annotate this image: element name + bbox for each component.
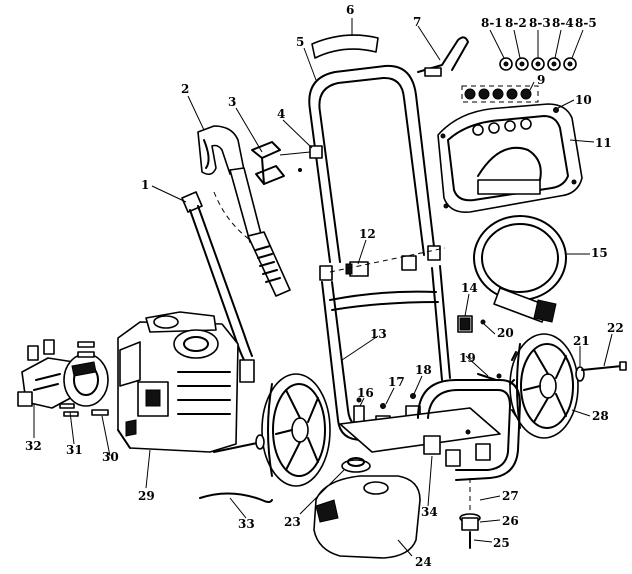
engine-base-plate [339,407,501,467]
callout-3: 3 [228,95,236,109]
part-8-2-knob [515,57,529,71]
callout-2: 2 [181,82,189,96]
part-22-axle [581,361,627,371]
callout-14: 14 [461,281,478,295]
callout-11: 11 [595,136,612,150]
part-3-gun-holder [251,141,285,185]
part-14-fitting [457,315,473,333]
left-wheel [261,373,331,487]
part-23-fuel-cap [341,457,371,473]
callout-8-1: 8-1 [481,16,503,30]
callout-17: 17 [388,375,405,389]
part-27-leg-frame [417,379,521,481]
callout-9: 9 [537,73,545,87]
parts-8-knobs [499,57,577,71]
callout-labels: 1 2 3 4 5 6 7 8-1 8-2 8-3 8-4 8-5 9 10 1… [25,3,624,569]
callout-28: 28 [592,409,609,423]
callout-34: 34 [421,505,438,519]
callout-8-2: 8-2 [505,16,527,30]
callout-8-3: 8-3 [529,16,551,30]
callout-32: 32 [25,439,42,453]
part-1-high-pressure-hose [181,191,255,383]
part-8-1-knob [499,57,513,71]
part-8-3-knob [531,57,545,71]
callout-8-4: 8-4 [552,16,574,30]
part-28-right-wheel [509,333,579,439]
callout-30: 30 [102,450,119,464]
part-33-fuel-line [199,492,273,503]
part-10-screw [553,107,559,113]
part-7-cord-hook [417,36,469,77]
part-4-bolt [279,145,323,172]
callout-18: 18 [415,363,432,377]
part-2-spray-gun [197,125,291,297]
callout-26: 26 [502,514,519,528]
callout-20: 20 [497,326,514,340]
callout-21: 21 [573,334,590,348]
callout-6: 6 [346,3,354,17]
part-5-upper-handle-frame [308,64,436,263]
callout-8-5: 8-5 [575,16,597,30]
callout-7: 7 [413,15,421,29]
callout-16: 16 [357,386,374,400]
left-axle [213,434,265,453]
leader-lines [33,18,613,557]
callout-10: 10 [575,93,592,107]
part-24-fuel-tank [313,475,421,559]
callout-22: 22 [607,321,624,335]
callout-15: 15 [591,246,608,260]
callout-23: 23 [284,515,301,529]
callout-5: 5 [296,35,304,49]
part-9-nozzle-tips [461,85,539,103]
callout-25: 25 [493,536,510,550]
part-8-5-knob [563,57,577,71]
callout-19: 19 [459,351,476,365]
callout-13: 13 [370,327,387,341]
callout-4: 4 [277,107,285,121]
part-6-handle-grip [311,34,379,59]
part-32-pump [17,339,109,409]
callout-1: 1 [141,178,149,192]
part-15-garden-hose [473,215,567,323]
part-11-accessory-panel [437,103,583,214]
callout-29: 29 [138,489,155,503]
callout-12: 12 [359,227,376,241]
part-26-rubber-foot [459,513,481,531]
part-8-4-knob [547,57,561,71]
part-29-engine [117,311,239,453]
callout-33: 33 [238,517,255,531]
part-20-washer [480,319,486,325]
callout-24: 24 [415,555,432,569]
callout-31: 31 [66,443,83,457]
part-30-key [91,409,109,416]
callout-27: 27 [502,489,519,503]
